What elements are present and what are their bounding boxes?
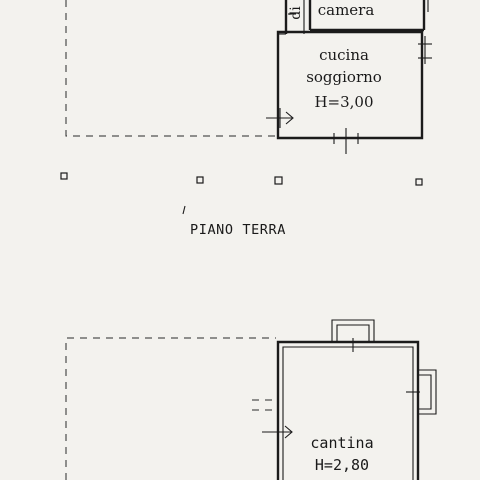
cellar-floor-plan: cantina H=2,80 bbox=[65, 319, 437, 480]
room-label-cantina: cantina bbox=[310, 434, 373, 452]
cellar-entrance-arrow-icon bbox=[284, 425, 293, 439]
pillar-marker bbox=[196, 176, 204, 184]
cellar-walls-inner bbox=[282, 346, 414, 480]
ground-floor-boundary-dashed bbox=[65, 0, 276, 137]
pillar-marker bbox=[274, 176, 283, 185]
cellar-walls bbox=[276, 340, 420, 480]
room-label-cucina: cucina bbox=[319, 46, 369, 64]
cellar-bay-window-top bbox=[331, 319, 375, 342]
kitchen-living-walls bbox=[276, 30, 424, 140]
entrance-arrow-icon bbox=[285, 111, 294, 125]
room-label-camera: camera bbox=[318, 1, 375, 19]
cellar-bay-window-right bbox=[418, 369, 437, 415]
room-label-corridor: di bbox=[288, 6, 304, 20]
cellar-boundary-dashed bbox=[65, 337, 276, 480]
floor-title-ground: PIANO TERRA bbox=[190, 222, 286, 238]
cellar-bay-window-top-inner bbox=[336, 324, 370, 342]
cellar-bay-window-right-inner bbox=[418, 374, 432, 410]
room-height-cellar: H=2,80 bbox=[315, 456, 369, 474]
ground-floor-plan: camera di cucina soggiorno H=3,00 PIANO … bbox=[60, 0, 432, 238]
pillar-marker bbox=[415, 178, 423, 186]
room-label-soggiorno: soggiorno bbox=[306, 68, 382, 86]
pillar-marker bbox=[60, 172, 68, 180]
drawing-tick-mark bbox=[182, 205, 186, 215]
room-height-ground: H=3,00 bbox=[314, 93, 373, 111]
